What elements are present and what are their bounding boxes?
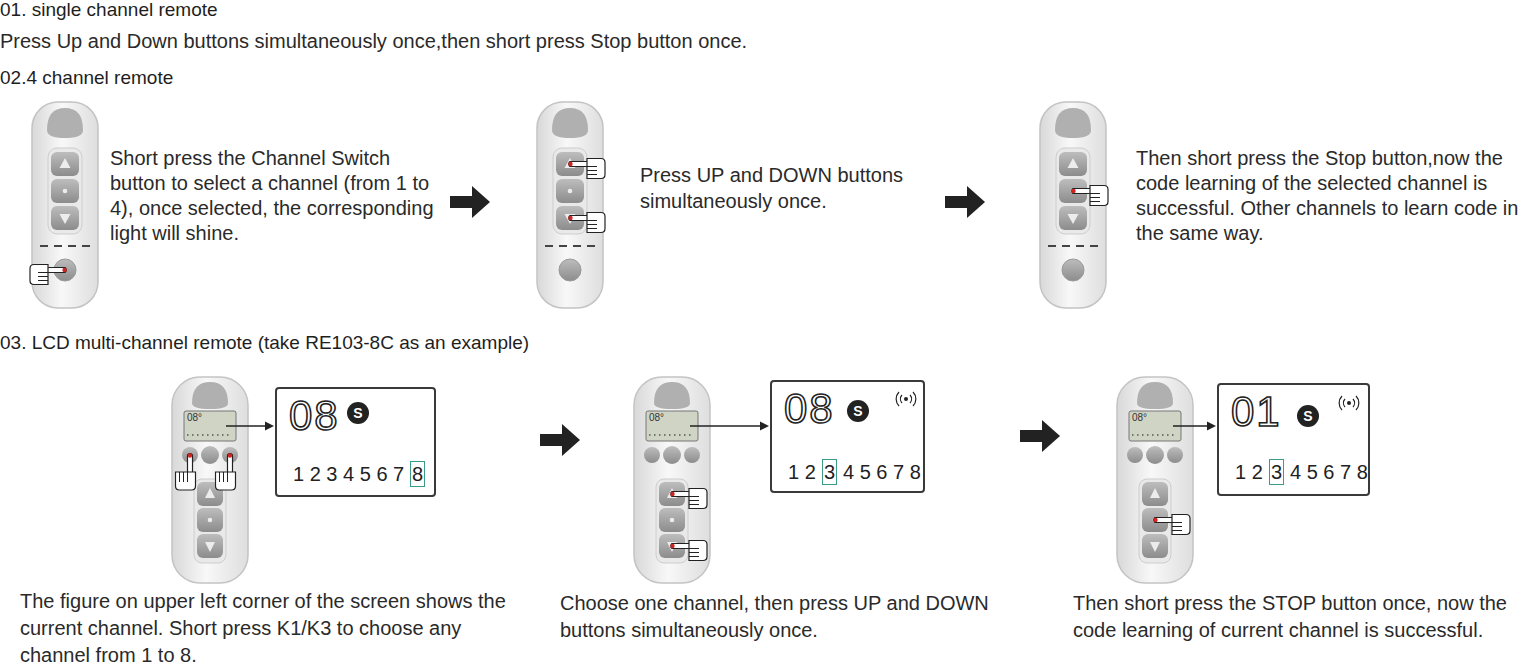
channel-number: 08 bbox=[289, 395, 340, 437]
caption-text: Choose one channel, then press UP and DO… bbox=[560, 590, 1030, 644]
pointing-hand bbox=[216, 453, 236, 490]
channel-number: 01 bbox=[1231, 391, 1282, 433]
channel-box: 8 bbox=[410, 461, 425, 487]
step-arrow bbox=[1020, 420, 1060, 452]
pointing-hand bbox=[30, 265, 67, 285]
channel-box: 3 bbox=[1269, 459, 1284, 485]
channel-list: 4 5 6 7 8 bbox=[1290, 460, 1368, 484]
pointing-hand bbox=[568, 213, 605, 233]
lcd-readout: 08° bbox=[649, 412, 689, 424]
pointing-hand bbox=[1153, 515, 1190, 535]
channel-list: 1 2 bbox=[788, 460, 816, 484]
leader-head bbox=[265, 422, 274, 431]
lcd-screen: 08 1 2 3 4 5 6 7 S 8 bbox=[275, 387, 436, 497]
icon-letter: S bbox=[853, 404, 862, 418]
step-arrow bbox=[945, 186, 985, 218]
step-text: Press UP and DOWN buttons simultaneously… bbox=[640, 162, 925, 214]
lcd-readout: 08° bbox=[187, 412, 227, 424]
pointing-hand bbox=[30, 265, 67, 285]
s-icon: S bbox=[847, 400, 869, 422]
s-icon: S bbox=[1297, 405, 1319, 427]
pointing-hand bbox=[670, 541, 707, 561]
channel-list: 1 2 bbox=[1235, 460, 1263, 484]
leader-line bbox=[1173, 425, 1208, 427]
lcd-remote bbox=[634, 377, 710, 583]
channel-list: 1 2 3 4 5 6 7 bbox=[293, 462, 404, 486]
s-icon: S bbox=[347, 402, 369, 424]
lcd-remote bbox=[1117, 377, 1193, 583]
leader-head bbox=[760, 422, 769, 431]
lcd-readout: 08° bbox=[1132, 412, 1172, 424]
step-arrow bbox=[450, 186, 490, 218]
instruction-text: Press Up and Down buttons simultaneously… bbox=[0, 28, 1000, 54]
four-channel-remote bbox=[537, 102, 603, 308]
channel-digit: 8 bbox=[412, 462, 423, 486]
caption-text: The figure on upper left corner of the s… bbox=[20, 588, 520, 666]
pointing-hand bbox=[176, 453, 196, 490]
leader-line bbox=[690, 425, 761, 427]
section-heading: 03. LCD multi-channel remote (take RE103… bbox=[0, 331, 800, 356]
pointing-hand bbox=[1071, 186, 1108, 206]
channel-list: 4 5 6 7 8 bbox=[843, 460, 921, 484]
section-heading: 01. single channel remote bbox=[0, 0, 600, 23]
channel-box: 3 bbox=[822, 459, 837, 485]
pointing-hand bbox=[670, 489, 707, 509]
step-text: Then short press the Stop button,now the… bbox=[1136, 146, 1536, 246]
step-text: Short press the Channel Switch button to… bbox=[110, 146, 445, 246]
icon-letter: S bbox=[1303, 409, 1312, 423]
lcd-screen: 08 1 2 4 5 6 7 8 S 3 bbox=[770, 380, 925, 493]
caption-text: Then short press the STOP button once, n… bbox=[1073, 590, 1535, 644]
icon-letter: S bbox=[353, 406, 362, 420]
pointing-hand bbox=[216, 453, 236, 490]
channel-number: 08 bbox=[784, 388, 835, 430]
lcd-screen: 01 1 2 4 5 6 7 8 S 3 bbox=[1217, 383, 1370, 496]
leader-line bbox=[226, 425, 267, 427]
pointing-hand bbox=[568, 159, 605, 179]
pointing-hand bbox=[176, 453, 196, 490]
leader-head bbox=[1207, 422, 1216, 431]
channel-digit: 3 bbox=[1271, 460, 1282, 484]
lcd-remote bbox=[172, 377, 248, 583]
section-heading: 02.4 channel remote bbox=[0, 66, 600, 91]
step-arrow bbox=[540, 424, 580, 456]
channel-digit: 3 bbox=[824, 460, 835, 484]
